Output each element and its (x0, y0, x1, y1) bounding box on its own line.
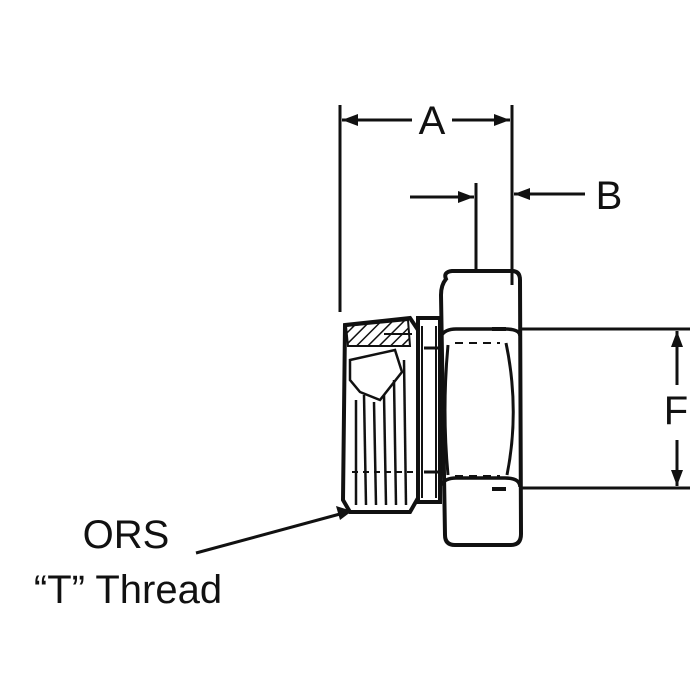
arrowhead-a-right (494, 114, 510, 126)
hex-outline (438, 269, 524, 547)
thread-cutaway (348, 348, 404, 402)
callout-leader-line (195, 512, 341, 555)
callout-label-ors: ORS (83, 513, 170, 557)
arrowhead-b-left (458, 191, 474, 203)
arrowhead-f-bottom (671, 470, 683, 486)
hex-head (438, 269, 524, 547)
arrowhead-a-left (342, 114, 358, 126)
callout-arrowhead (336, 506, 352, 520)
o-ring-collar (416, 316, 442, 504)
dimension-label-f: F (664, 389, 688, 433)
thread-hatched-section (344, 318, 412, 347)
dimension-a: A (338, 99, 514, 312)
dimension-label-a: A (419, 99, 446, 143)
arrowhead-f-top (671, 331, 683, 347)
thread-ridges (354, 359, 408, 506)
arrowhead-b-right (514, 188, 530, 200)
hex-flat-edge-bottom (439, 476, 522, 488)
dimension-label-b: B (596, 174, 623, 218)
hex-flat-edge-top (439, 327, 522, 337)
hex-curve-left (443, 344, 450, 476)
threaded-body (340, 315, 420, 514)
callout-label-thread: “T” Thread (34, 568, 222, 612)
dimension-f: F (520, 327, 690, 490)
hex-curve-right (504, 342, 515, 476)
thread-callout: ORS “T” Thread (34, 506, 352, 612)
dimension-b: B (410, 174, 622, 270)
collar-outline (416, 316, 442, 504)
thread-outline (340, 315, 420, 514)
